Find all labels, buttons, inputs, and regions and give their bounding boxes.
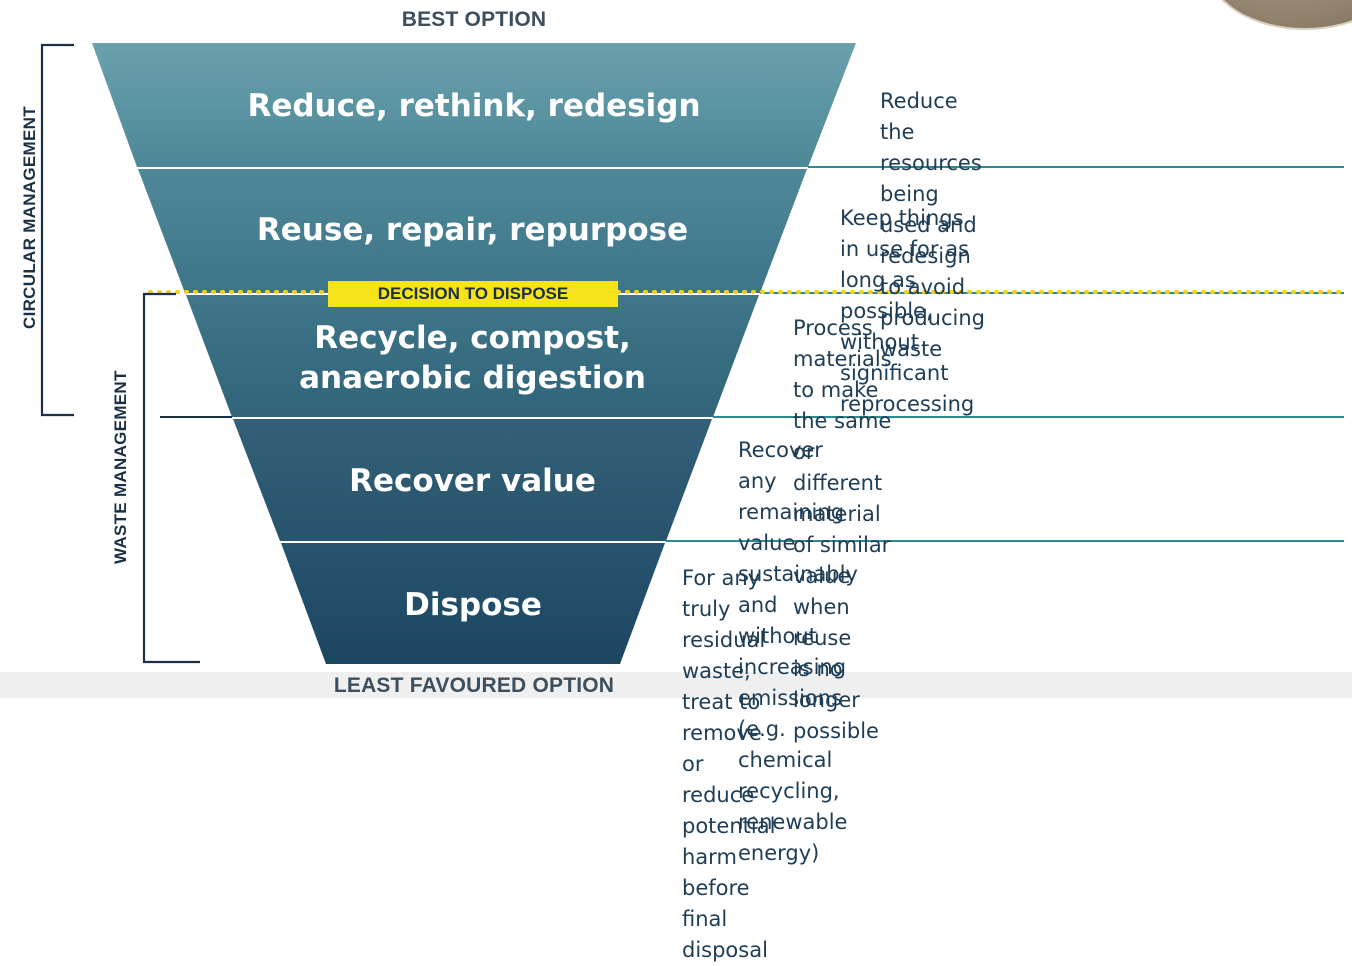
footer-band	[0, 672, 1352, 698]
tier-4-shape	[233, 419, 712, 541]
waste-bracket	[142, 292, 200, 664]
tier-5-description-line: For any truly residual waste, treat to r…	[682, 566, 766, 745]
circular-management-label: CIRCULAR MANAGEMENT	[20, 106, 39, 329]
tier-3-title: Recycle, compost, anaerobic digestion	[186, 318, 759, 398]
best-option-label: BEST OPTION	[401, 8, 547, 31]
least-favoured-label: LEAST FAVOURED OPTION	[333, 674, 615, 697]
decision-to-dispose-badge: DECISION TO DISPOSE	[328, 281, 618, 307]
tier-5-description: For any truly residual waste, treat to r…	[682, 563, 775, 966]
tier-2-description-line: Keep things in use for as long as possib…	[840, 206, 970, 323]
tier-1-title: Reduce, rethink, redesign	[247, 88, 701, 124]
tier-1-description-line: redesign to avoid producing waste	[880, 244, 986, 361]
tier-1-shape	[92, 43, 856, 167]
tier-5-title: Dispose	[404, 587, 542, 623]
tier-4-description-line: Recover any remaining value sustainably …	[738, 438, 858, 617]
tier-3-title-line-2: anaerobic digestion	[299, 360, 646, 396]
circular-bracket	[40, 43, 74, 417]
tier-2-title: Reuse, repair, repurpose	[256, 212, 689, 248]
pyramid-graphic	[40, 43, 1346, 664]
tier-3-description-line: Process materials to make the same or	[793, 316, 892, 464]
tier-3-description-line: different material of similar value when…	[793, 471, 891, 650]
tier-5-description-line: or reduce potential harm before final di…	[682, 752, 776, 962]
tier-2-description-line: without significant reprocessing	[840, 330, 975, 416]
tier-2-shape	[138, 169, 807, 293]
waste-management-label: WASTE MANAGEMENT	[111, 370, 130, 564]
tier-4-title: Recover value	[349, 463, 596, 499]
tier-5-shape	[281, 543, 665, 664]
tier-1-description-line: Reduce the resources being used and	[880, 89, 982, 237]
tier-1-description: Reduce the resources being used and rede…	[880, 86, 985, 365]
tier-3-shape	[186, 295, 759, 417]
tier-2-description: Keep things in use for as long as possib…	[840, 203, 974, 420]
tier-3-title-line-1: Recycle, compost,	[314, 320, 631, 356]
